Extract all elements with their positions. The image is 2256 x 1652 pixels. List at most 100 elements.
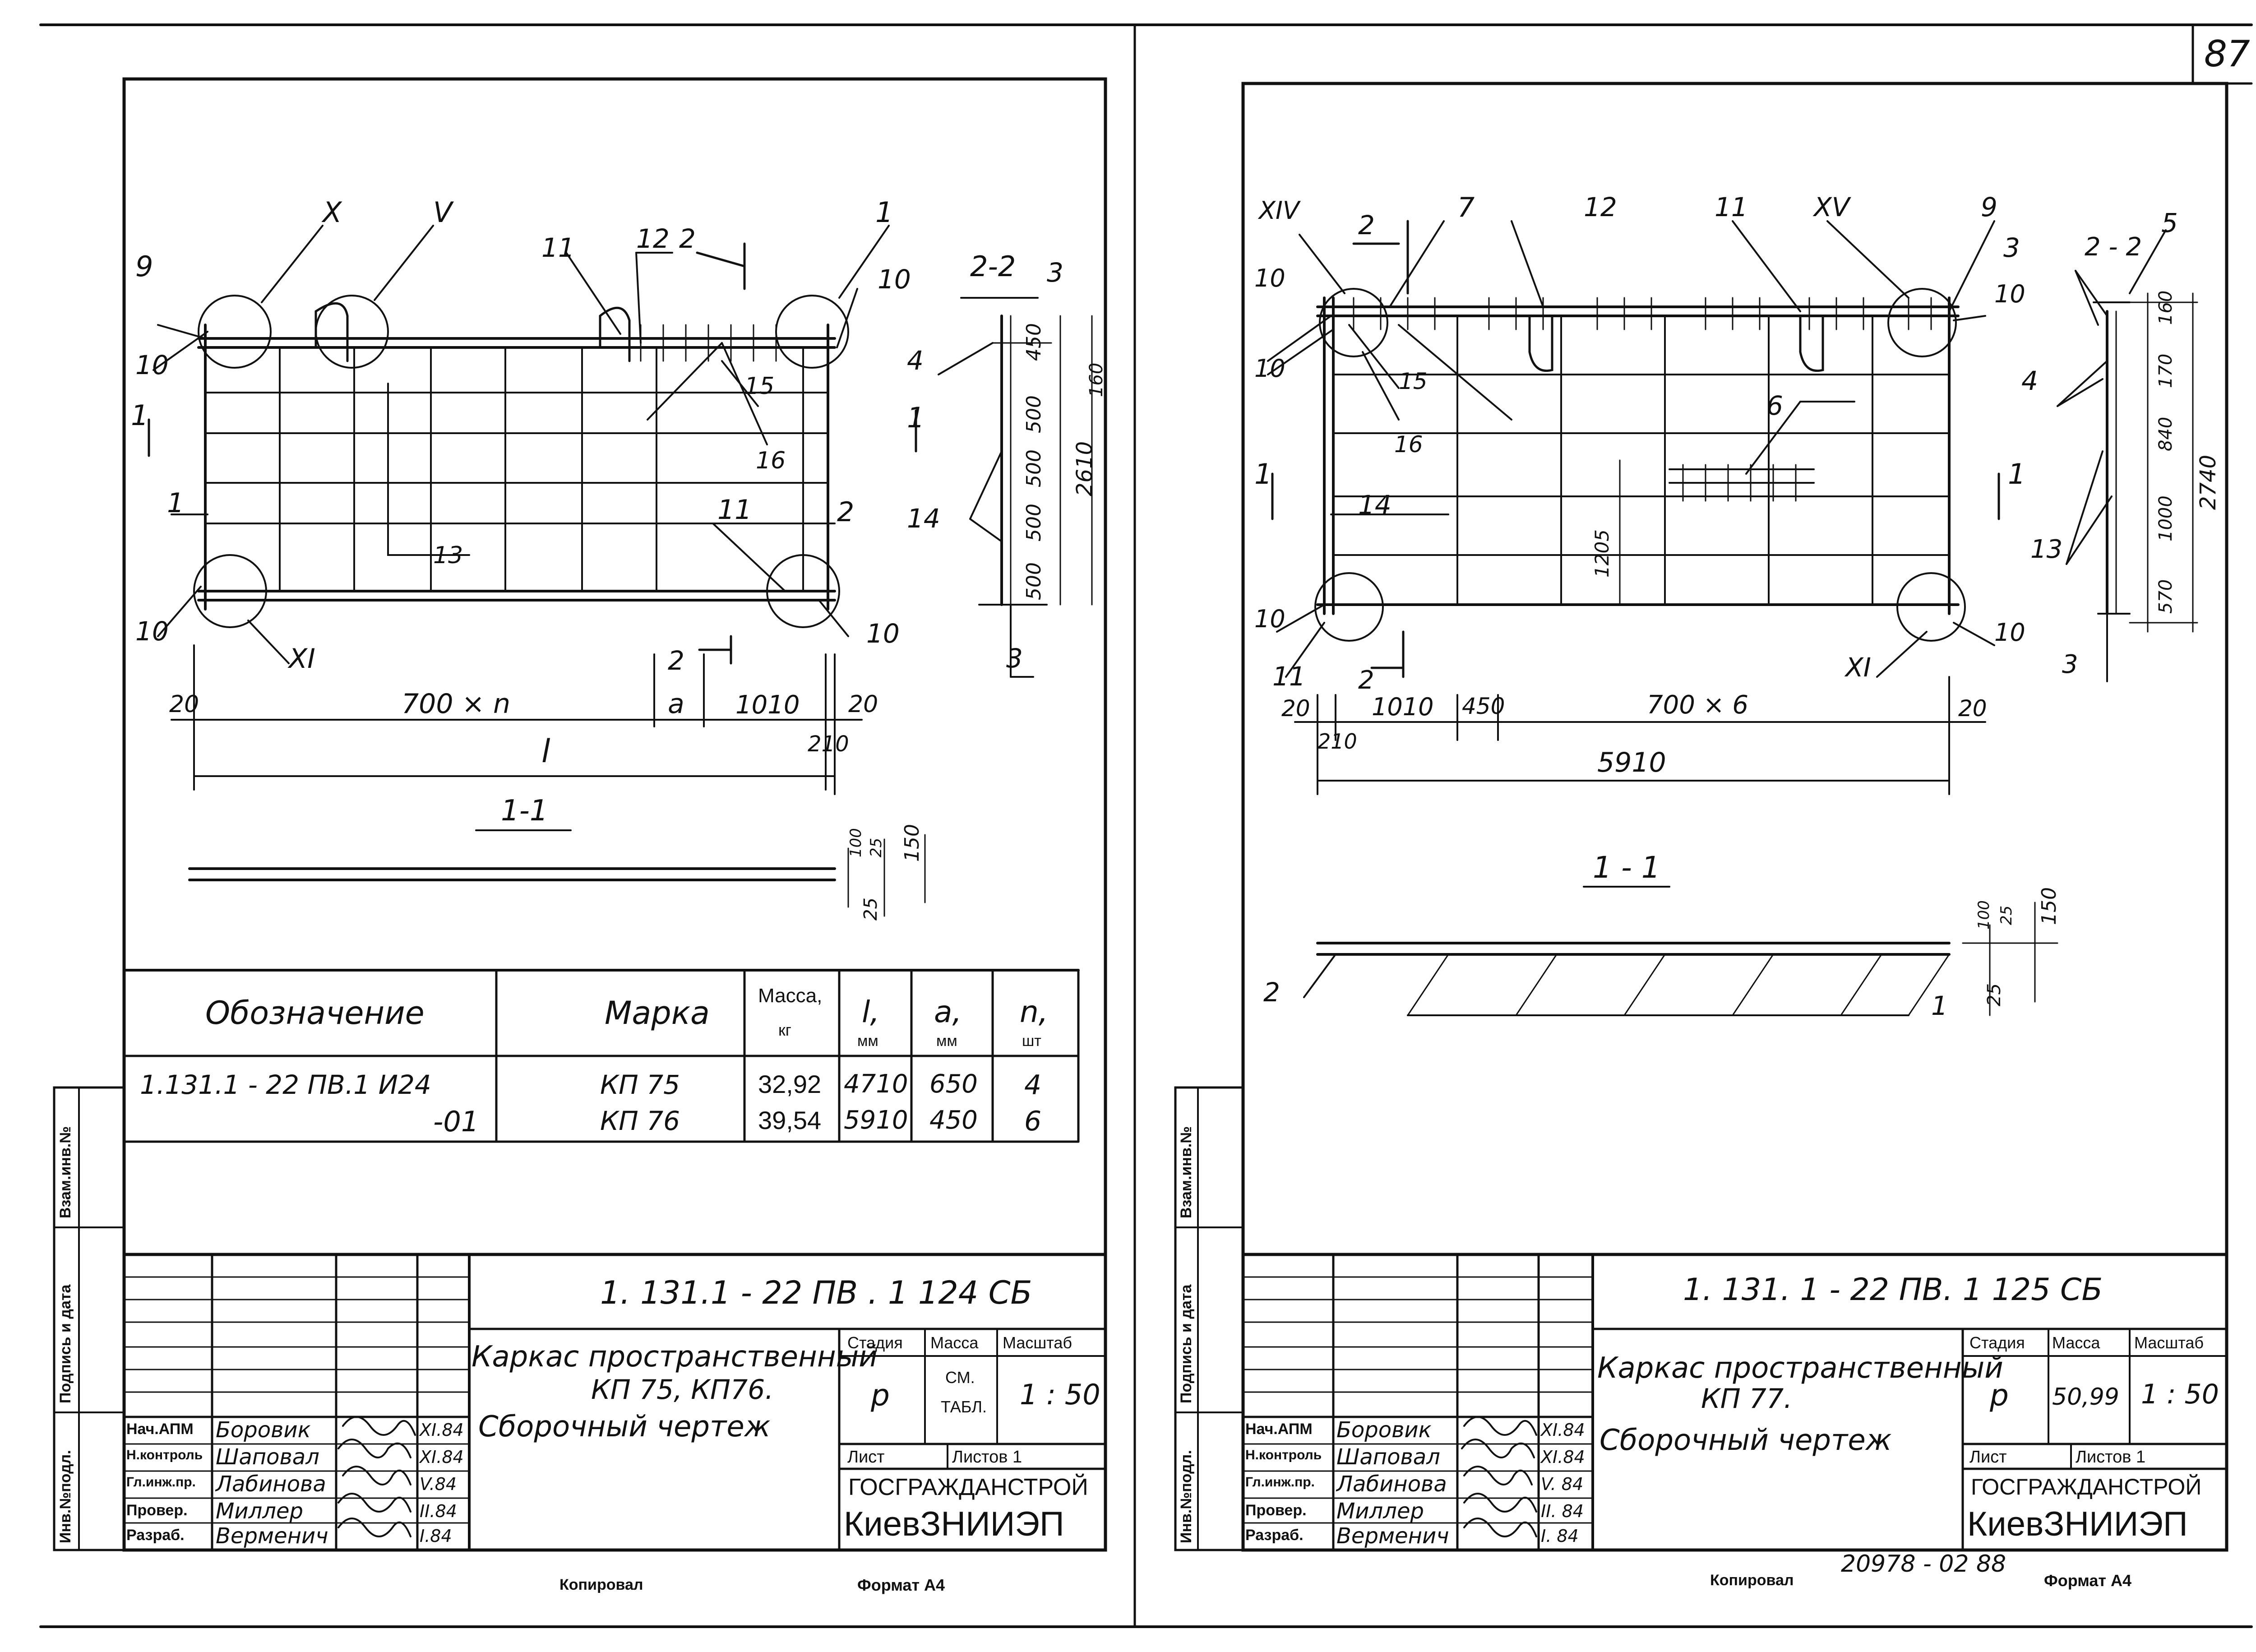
callout-1-mid: 1 [167, 487, 185, 519]
name-4: Миллер [1336, 1499, 1424, 1524]
role-1: Нач.АПМ [1245, 1421, 1313, 1438]
section-mark-1-left: 1 [131, 399, 149, 432]
footer-stamp-number: 20978 - 02 88 [1841, 1550, 2006, 1578]
dim-l: l [541, 733, 550, 770]
title-line3: Сборочный чертеж [478, 1410, 771, 1444]
spec-header-mass-unit: кг [778, 1021, 791, 1039]
side-stamp-replacement: Взам.инв.№ [1178, 1126, 1195, 1218]
spec-row2-mass: 39,54 [758, 1106, 822, 1134]
spec-row2-l: 5910 [844, 1106, 908, 1135]
left-plan-view [148, 225, 917, 665]
callout-12: 12 [1584, 192, 1617, 222]
side-stamp-replacement: Взам.инв.№ [57, 1126, 74, 1218]
dim-160: 160 [2155, 290, 2176, 325]
left-section-22 [938, 297, 1093, 678]
role-1: Нач.АПМ [126, 1421, 194, 1438]
name-1: Боровик [216, 1417, 311, 1443]
dim-1205: 1205 [1591, 529, 1613, 578]
name-5: Верменич [216, 1523, 328, 1549]
scale-header: Масштаб [2134, 1333, 2204, 1352]
section-11-title: 1-1 [501, 794, 548, 828]
section-22-title: 2 - 2 [2085, 232, 2142, 262]
callout-11: 11 [1715, 192, 1748, 222]
callout-4: 4 [2021, 366, 2038, 396]
date-5: I.84 [420, 1526, 452, 1546]
date-1: XI.84 [1541, 1420, 1585, 1440]
callout-mark-1: 1 [1931, 990, 1948, 1021]
callout-6: 6 [1766, 390, 1783, 421]
callout-10c: 10 [135, 616, 169, 647]
date-2: XI.84 [420, 1447, 464, 1467]
mass-header: Масса [930, 1333, 979, 1352]
right-dimensions [1294, 676, 1986, 795]
dim-450: 450 [1462, 693, 1505, 719]
callout-xi: XI [289, 643, 315, 675]
dim-500c: 500 [1022, 504, 1045, 541]
mass-value: 50,99 [2052, 1384, 2119, 1411]
org-name: ГОСГРАЖДАНСТРОЙ [1971, 1474, 2202, 1499]
dim-1010: 1010 [1372, 693, 1434, 721]
date-2: XI.84 [1541, 1447, 1585, 1467]
stage-header: Стадия [847, 1333, 903, 1352]
callout-11b: 11 [1272, 661, 1306, 692]
side-stamp-signature: Подпись и дата [57, 1284, 74, 1403]
left-section-11 [188, 829, 926, 917]
stage-header: Стадия [1969, 1333, 2025, 1352]
callout-15: 15 [1399, 368, 1428, 394]
callout-10a: 10 [1254, 264, 1285, 292]
section-22-title: 2-2 [970, 250, 1016, 283]
org-name: ГОСГРАЖДАНСТРОЙ [848, 1474, 1088, 1500]
spec-row2-designation: -01 [433, 1105, 479, 1138]
callout-16: 16 [756, 447, 786, 474]
section-11-title: 1 - 1 [1593, 850, 1660, 885]
name-4: Миллер [216, 1499, 303, 1524]
sheet-label: Лист [847, 1448, 885, 1467]
spec-row2-n: 6 [1024, 1106, 1042, 1137]
dim-20-right: 20 [848, 691, 878, 718]
callout-3-bottom: 3 [1006, 643, 1023, 674]
right-title-block [1241, 1253, 2228, 1551]
dim-5910: 5910 [1597, 747, 1666, 778]
dim-2610: 2610 [1072, 441, 1097, 496]
dim-210: 210 [1318, 729, 1357, 754]
spec-header-a: a, [934, 995, 962, 1029]
dim-1000: 1000 [2155, 495, 2176, 541]
dim-150: 150 [2038, 887, 2061, 925]
date-4: II.84 [420, 1501, 457, 1521]
callout-11b: 11 [717, 494, 752, 526]
role-4: Провер. [126, 1502, 188, 1519]
dim-20-left: 20 [1281, 695, 1310, 722]
role-4: Провер. [1245, 1502, 1307, 1519]
institute-name: КиевЗНИИЭП [1967, 1505, 2188, 1543]
dim-100: 100 [1975, 900, 1993, 930]
section-mark-2-bottom: 2 [1358, 666, 1374, 695]
callout-v: V [433, 196, 453, 229]
callout-13: 13 [433, 542, 463, 569]
dim-20-right: 20 [1958, 695, 1987, 722]
date-3: V. 84 [1541, 1474, 1584, 1494]
signatures [337, 1416, 1537, 1537]
side-stamp-inventory: Инв.№подл. [1178, 1450, 1195, 1543]
dim-700n: 700 × n [402, 688, 510, 720]
spec-header-mark: Марка [605, 995, 710, 1032]
callout-2: 2 [837, 496, 855, 528]
callout-9: 9 [135, 250, 153, 283]
footer-copied: Копировал [559, 1576, 643, 1593]
right-section-22 [2057, 229, 2198, 682]
dim-840: 840 [2155, 416, 2176, 451]
dim-20-left: 20 [169, 691, 199, 718]
spec-row1-a: 650 [929, 1069, 978, 1099]
mass-value-2: ТАБЛ. [941, 1397, 987, 1416]
left-title-block [122, 1253, 1107, 1551]
dim-170: 170 [2155, 353, 2176, 388]
spec-row1-mass: 32,92 [758, 1070, 822, 1098]
callout-13: 13 [2030, 535, 2063, 564]
spec-row2-mark: КП 76 [600, 1106, 680, 1136]
footer-format: Формат А4 [2044, 1571, 2132, 1590]
dim-570: 570 [2155, 579, 2176, 614]
role-3: Гл.инж.пр. [126, 1475, 196, 1490]
spec-row1-n: 4 [1024, 1069, 1042, 1101]
callout-10b: 10 [878, 264, 911, 295]
dim-1010: 1010 [735, 690, 800, 720]
mass-header: Масса [2052, 1333, 2100, 1352]
